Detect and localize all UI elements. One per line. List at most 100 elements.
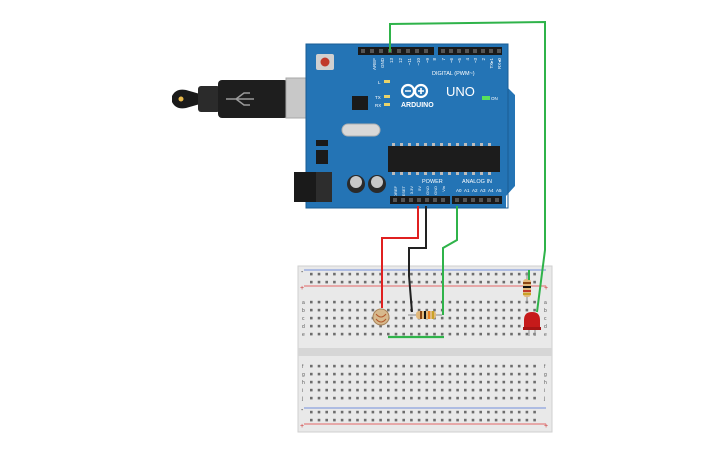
breadboard-hole[interactable] [348,396,352,400]
breadboard-hole[interactable] [464,380,467,384]
breadboard-hole[interactable] [340,316,344,320]
breadboard-hole[interactable] [340,332,344,336]
breadboard-hole[interactable] [464,410,467,414]
breadboard-hole[interactable] [340,396,344,400]
breadboard-hole[interactable] [317,272,321,276]
breadboard-hole[interactable] [387,300,390,304]
breadboard-hole[interactable] [379,324,382,328]
breadboard-hole[interactable] [456,418,459,422]
breadboard-hole[interactable] [333,324,336,328]
breadboard-hole[interactable] [317,280,321,284]
breadboard-hole[interactable] [479,364,482,368]
breadboard-hole[interactable] [502,410,506,414]
breadboard-hole[interactable] [387,308,390,312]
breadboard-hole[interactable] [502,324,506,328]
breadboard-hole[interactable] [487,372,490,376]
breadboard-hole[interactable] [394,388,398,392]
wire-pin13-green[interactable] [389,20,546,313]
breadboard-hole[interactable] [425,380,429,384]
breadboard-hole[interactable] [433,332,436,336]
breadboard-hole[interactable] [333,388,336,392]
breadboard-hole[interactable] [440,364,444,368]
breadboard-hole[interactable] [325,316,328,320]
breadboard-hole[interactable] [325,300,328,304]
breadboard-hole[interactable] [502,396,506,400]
breadboard-hole[interactable] [456,324,459,328]
breadboard-hole[interactable] [394,364,398,368]
breadboard-hole[interactable] [340,272,344,276]
breadboard-hole[interactable] [371,380,375,384]
breadboard-hole[interactable] [448,388,452,392]
breadboard-hole[interactable] [356,280,359,284]
breadboard-hole[interactable] [502,280,506,284]
breadboard-hole[interactable] [356,396,359,400]
breadboard-hole[interactable] [402,418,405,422]
breadboard-hole[interactable] [471,332,475,336]
breadboard-hole[interactable] [394,280,398,284]
breadboard-hole[interactable] [417,332,421,336]
breadboard-hole[interactable] [394,324,398,328]
breadboard-hole[interactable] [417,396,421,400]
breadboard-hole[interactable] [425,280,429,284]
breadboard-hole[interactable] [394,396,398,400]
breadboard-hole[interactable] [387,410,390,414]
breadboard-hole[interactable] [340,364,344,368]
breadboard-hole[interactable] [310,280,313,284]
breadboard-hole[interactable] [363,380,367,384]
breadboard-hole[interactable] [510,380,513,384]
breadboard-hole[interactable] [525,388,529,392]
breadboard-hole[interactable] [410,388,413,392]
breadboard-hole[interactable] [479,410,482,414]
breadboard-hole[interactable] [402,410,405,414]
breadboard-hole[interactable] [310,332,313,336]
breadboard-hole[interactable] [525,410,529,414]
breadboard-hole[interactable] [387,380,390,384]
breadboard-hole[interactable] [471,364,475,368]
breadboard-hole[interactable] [533,418,536,422]
breadboard-hole[interactable] [333,372,336,376]
breadboard-hole[interactable] [310,410,313,414]
breadboard-hole[interactable] [310,272,313,276]
breadboard-hole[interactable] [402,324,405,328]
breadboard-hole[interactable] [479,324,482,328]
breadboard-hole[interactable] [487,388,490,392]
breadboard-hole[interactable] [402,308,405,312]
breadboard-hole[interactable] [425,300,429,304]
breadboard-hole[interactable] [363,316,367,320]
breadboard-hole[interactable] [479,418,482,422]
breadboard-hole[interactable] [425,372,429,376]
breadboard-hole[interactable] [479,380,482,384]
breadboard-hole[interactable] [379,332,382,336]
breadboard-hole[interactable] [417,272,421,276]
breadboard-hole[interactable] [502,332,506,336]
breadboard-hole[interactable] [494,272,498,276]
breadboard-hole[interactable] [440,388,444,392]
analog-header[interactable] [452,196,502,204]
breadboard-hole[interactable] [448,418,452,422]
breadboard-hole[interactable] [479,280,482,284]
breadboard-hole[interactable] [363,272,367,276]
breadboard-hole[interactable] [333,300,336,304]
breadboard-hole[interactable] [479,372,482,376]
breadboard-hole[interactable] [440,410,444,414]
breadboard-hole[interactable] [494,280,498,284]
breadboard-hole[interactable] [333,332,336,336]
breadboard-hole[interactable] [379,410,382,414]
breadboard-hole[interactable] [487,410,490,414]
breadboard-hole[interactable] [471,396,475,400]
breadboard-hole[interactable] [440,324,444,328]
breadboard-hole[interactable] [456,372,459,376]
breadboard-hole[interactable] [464,332,467,336]
breadboard-hole[interactable] [325,388,328,392]
breadboard-hole[interactable] [325,308,328,312]
breadboard-hole[interactable] [433,308,436,312]
breadboard-hole[interactable] [402,380,405,384]
breadboard-hole[interactable] [433,410,436,414]
digital-header-right[interactable] [438,47,502,55]
breadboard-hole[interactable] [448,308,452,312]
breadboard-hole[interactable] [487,380,490,384]
breadboard-hole[interactable] [517,300,521,304]
breadboard-hole[interactable] [479,300,482,304]
breadboard-hole[interactable] [348,418,352,422]
breadboard-hole[interactable] [348,410,352,414]
